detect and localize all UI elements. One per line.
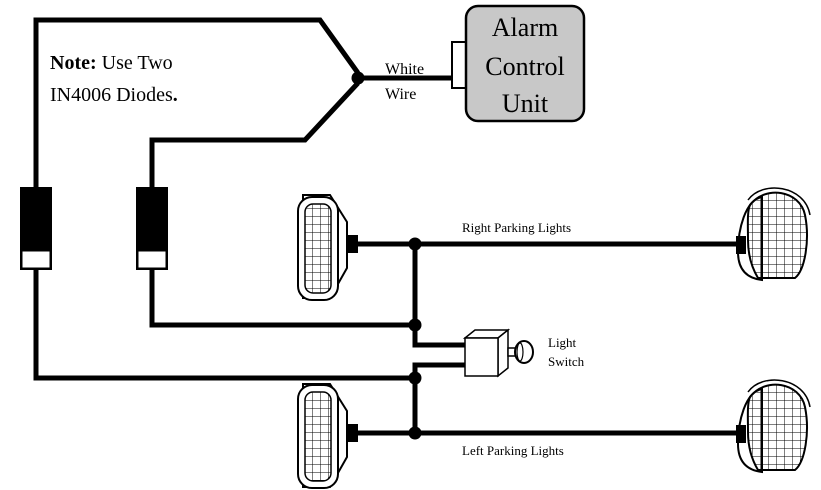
alarm-label-line2: Control bbox=[485, 52, 564, 81]
diode-1-top-wire bbox=[33, 17, 361, 187]
front-left-parking-light-icon bbox=[297, 383, 358, 489]
left-parking-lights-label: Left Parking Lights bbox=[462, 443, 564, 458]
junctions bbox=[351, 71, 422, 440]
front-right-parking-light-icon bbox=[297, 194, 358, 301]
alarm-control-unit: Alarm Control Unit bbox=[451, 4, 586, 123]
alarm-label-line1: Alarm bbox=[492, 13, 558, 42]
junction-dot bbox=[408, 426, 422, 440]
diode-2 bbox=[136, 187, 168, 270]
junction-dot bbox=[408, 371, 422, 385]
diode-1 bbox=[20, 187, 52, 270]
diode-2-bottom-wire bbox=[149, 270, 415, 328]
light-switch-label-line1: Light bbox=[548, 335, 577, 350]
note-bold: Note: bbox=[50, 52, 97, 74]
switch-lower-wire bbox=[412, 362, 465, 433]
note-line1-rest: Use Two bbox=[97, 52, 173, 74]
junction-dot bbox=[408, 318, 422, 332]
alarm-label-line3: Unit bbox=[502, 89, 549, 118]
white-wire-label-line2: Wire bbox=[385, 86, 416, 103]
note-line2-b: . bbox=[173, 84, 178, 106]
note-line2: IN4006 Diodes. bbox=[50, 84, 178, 106]
rear-left-parking-light-icon bbox=[736, 379, 811, 474]
white-wire-label-line1: White bbox=[385, 61, 424, 78]
junction-dot bbox=[408, 237, 422, 251]
light-switch-icon bbox=[462, 328, 534, 378]
light-switch-label-line2: Switch bbox=[548, 354, 585, 369]
switch-upper-wire bbox=[412, 244, 465, 348]
diode-2-top-wire bbox=[149, 81, 360, 187]
junction-dot bbox=[351, 71, 365, 85]
note-line2-a: IN4006 Diodes bbox=[50, 84, 173, 106]
note-line1: Note: Use Two bbox=[50, 52, 173, 74]
right-parking-lights-label: Right Parking Lights bbox=[462, 220, 571, 235]
diode-1-bottom-wire bbox=[33, 270, 415, 381]
alarm-box bbox=[464, 4, 586, 123]
wires bbox=[33, 17, 740, 436]
rear-right-parking-light-icon bbox=[736, 187, 811, 282]
